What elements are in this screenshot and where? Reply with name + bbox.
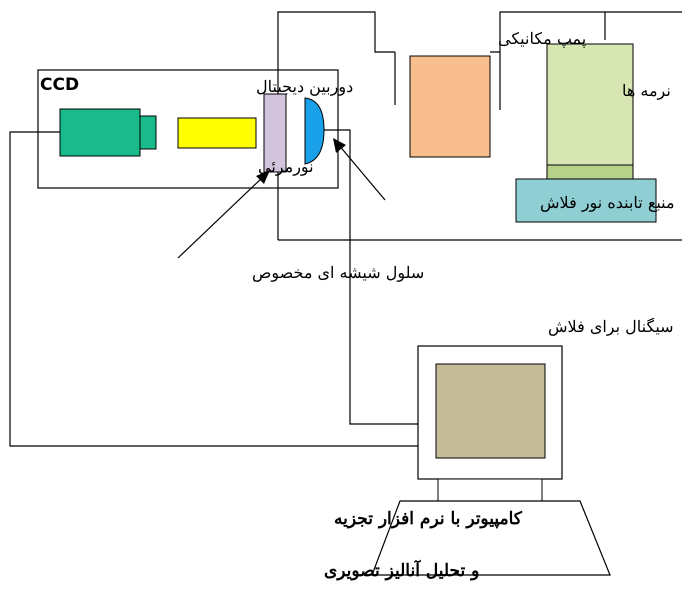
light-filter-label: نورمرئی	[258, 157, 314, 176]
software-box-band	[546, 164, 634, 180]
ccd-camera-body	[59, 108, 141, 157]
glass-cell-arrowhead	[256, 170, 270, 184]
flash-signal-wire	[324, 129, 418, 425]
ccd-label: CCD	[40, 75, 79, 95]
outer-frame-top-right	[604, 11, 682, 40]
monitor-screen	[435, 363, 546, 459]
mechanical-pump	[409, 55, 491, 158]
keyboard	[371, 500, 611, 576]
flash-source-arrowhead	[333, 138, 346, 153]
flash-source-arrow-line	[337, 143, 386, 201]
camera-label: دوربین دیجیتال	[256, 77, 353, 96]
glass-cell-label: سلول شیشه ای مخصوص	[252, 263, 424, 282]
pump-label: پمپ مکانیکی	[498, 29, 586, 48]
ccd-camera-lens	[139, 115, 157, 150]
camera-to-computer-wire	[9, 131, 418, 447]
visible-light-filter	[177, 117, 257, 149]
computer-label-line2: و تحلیل آنالیز تصویری	[324, 559, 479, 581]
outer-frame-pump-right	[490, 11, 605, 53]
flash-source-label: منبع تابنده نور فلاش	[540, 193, 675, 212]
glass-cell-arrow-line	[177, 175, 265, 259]
software-box	[546, 43, 634, 166]
software-label: نرمه ها	[622, 81, 671, 100]
camera-enclosure	[37, 69, 339, 189]
glass-cell	[263, 93, 287, 173]
computer-label-line1: کامپیوتر با نرم افزار تجزیه	[334, 509, 523, 529]
flash-lens-icon	[304, 97, 325, 165]
flash-signal-label: سیگنال برای فلاش	[548, 317, 674, 336]
monitor-stand	[437, 478, 543, 502]
outer-frame-left-top	[277, 11, 395, 240]
flash-source-base	[515, 178, 657, 223]
